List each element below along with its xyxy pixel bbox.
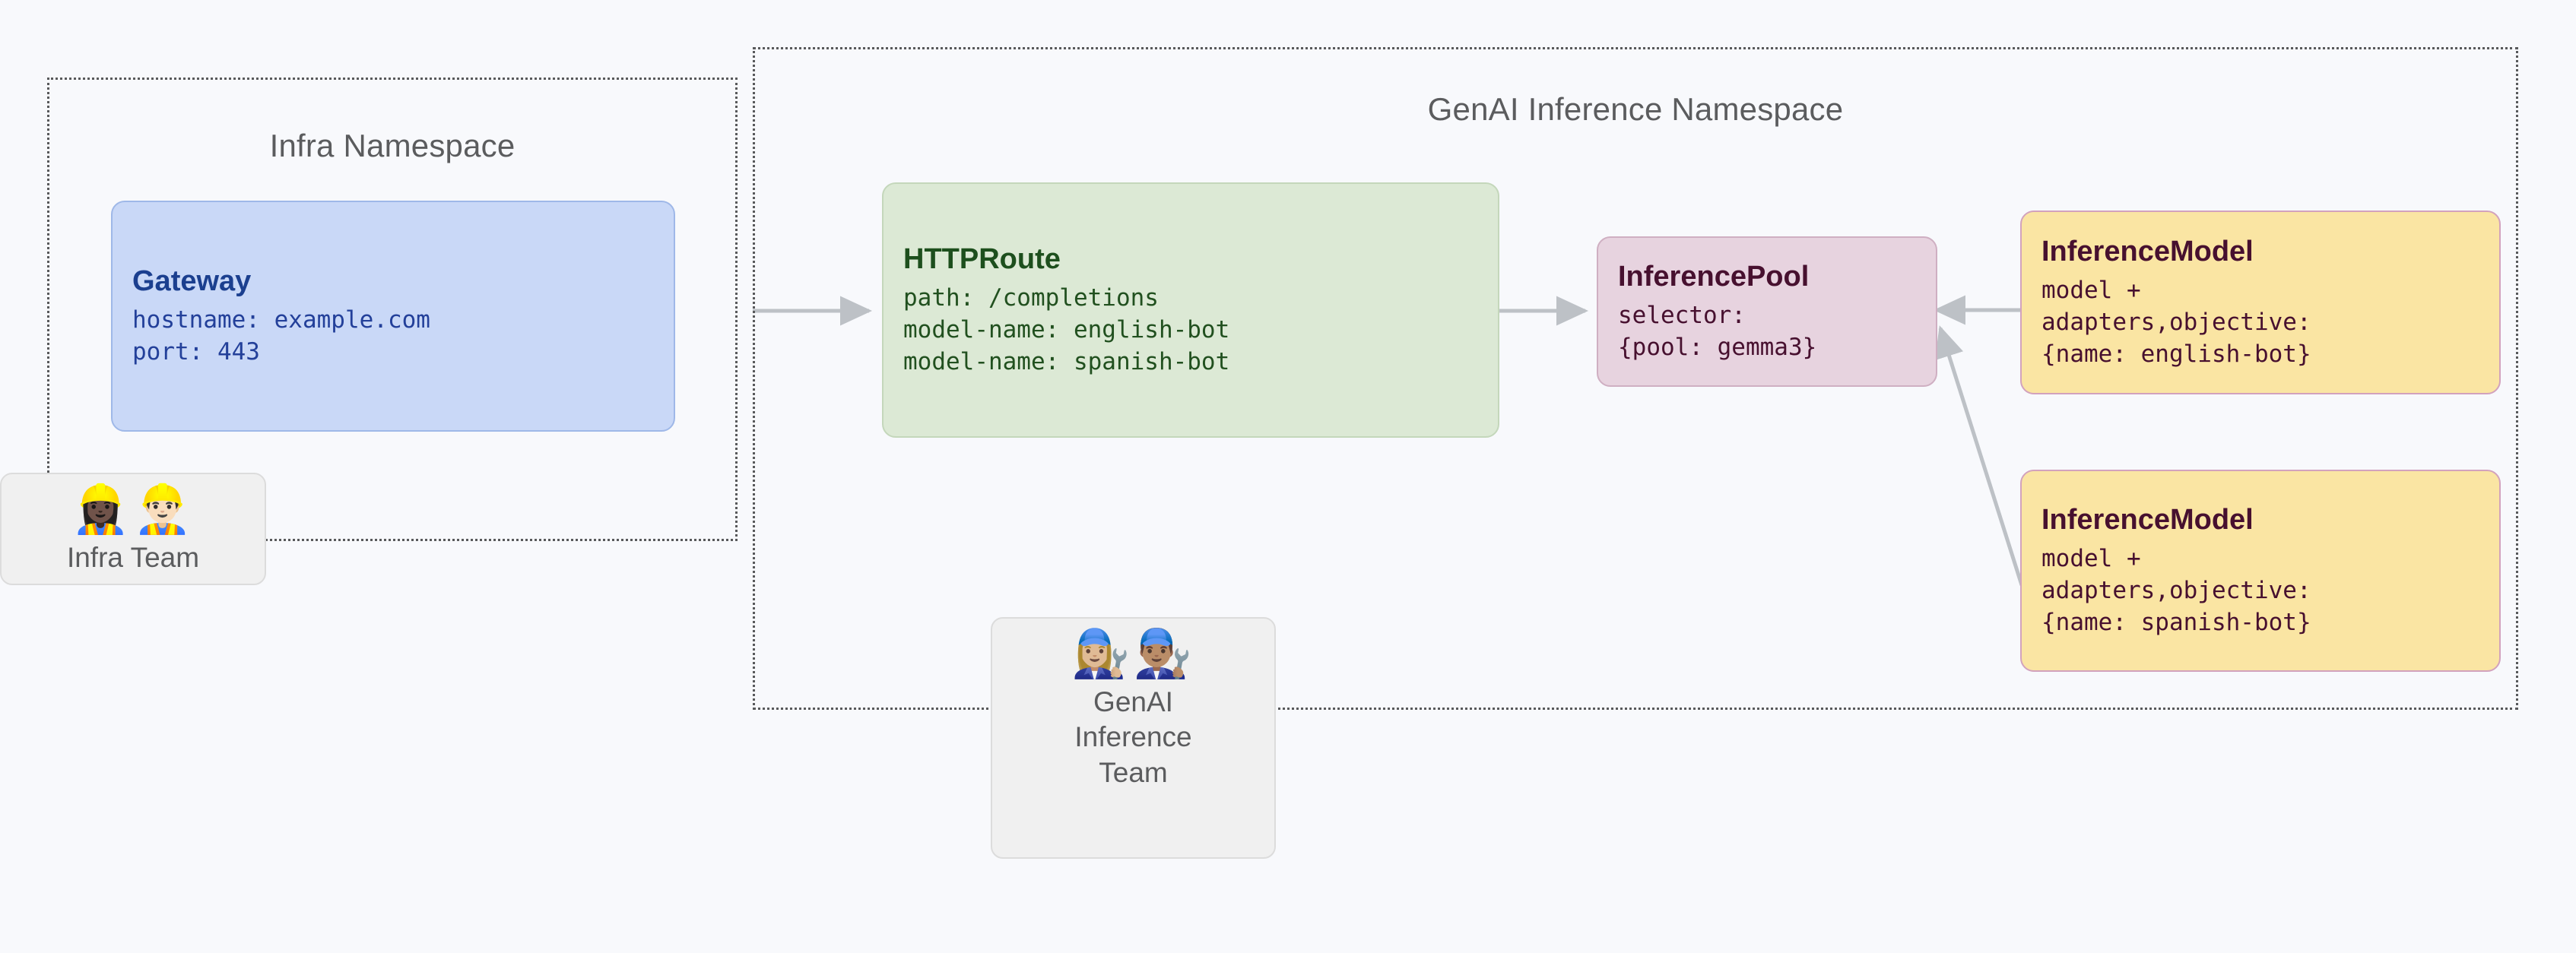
resource-card-httproute[interactable]: HTTPRoute path: /completions model-name:… — [882, 182, 1499, 438]
inferencemodel-spanish-title: InferenceModel — [2041, 504, 2254, 537]
namespace-infra-title: Infra Namespace — [269, 128, 516, 163]
inferencemodel-english-line-model: model + — [2041, 276, 2141, 304]
team-card-infra[interactable]: 👷🏿‍♀️👷🏻‍♂️ Infra Team — [0, 473, 266, 585]
resource-card-inferencemodel-spanish[interactable]: InferenceModel model + adapters,objectiv… — [2020, 470, 2501, 672]
namespace-genai — [753, 47, 2518, 710]
inferencemodel-spanish-line-adapters: adapters,objective: — [2041, 576, 2311, 604]
team-card-genai[interactable]: 👩🏼‍🔧👨🏽‍🔧 GenAI Inference Team — [991, 617, 1276, 859]
inferencemodel-english-title: InferenceModel — [2041, 236, 2254, 268]
gateway-title: Gateway — [132, 265, 252, 298]
httproute-title: HTTPRoute — [903, 243, 1061, 276]
inferencemodel-english-line-name: {name: english-bot} — [2041, 340, 2311, 368]
namespace-infra — [47, 78, 738, 541]
resource-card-inferencepool[interactable]: InferencePool selector: {pool: gemma3} — [1597, 236, 1937, 387]
httproute-line-model-spanish: model-name: spanish-bot — [903, 347, 1230, 375]
infra-team-emoji: 👷🏿‍♀️👷🏻‍♂️ — [71, 483, 195, 536]
genai-team-label: GenAI Inference Team — [1074, 686, 1192, 788]
inferencemodel-english-line-adapters: adapters,objective: — [2041, 308, 2311, 336]
httproute-line-model-english: model-name: english-bot — [903, 315, 1230, 344]
httproute-line-path: path: /completions — [903, 283, 1159, 312]
genai-team-emoji: 👩🏼‍🔧👨🏽‍🔧 — [1071, 628, 1195, 680]
inferencemodel-spanish-line-name: {name: spanish-bot} — [2041, 608, 2311, 636]
resource-card-gateway[interactable]: Gateway hostname: example.com port: 443 — [111, 201, 675, 432]
inferencepool-title: InferencePool — [1618, 261, 1810, 293]
infra-team-label: Infra Team — [66, 542, 200, 574]
namespace-genai-title: GenAI Inference Namespace — [1427, 91, 1844, 127]
gateway-line-hostname: hostname: example.com — [132, 306, 430, 334]
inferencepool-line-selector: selector: — [1618, 301, 1746, 329]
inferencepool-line-selector-value: {pool: gemma3} — [1618, 333, 1817, 361]
resource-card-inferencemodel-english[interactable]: InferenceModel model + adapters,objectiv… — [2020, 211, 2501, 394]
inferencemodel-spanish-line-model: model + — [2041, 544, 2141, 572]
gateway-line-port: port: 443 — [132, 337, 260, 366]
